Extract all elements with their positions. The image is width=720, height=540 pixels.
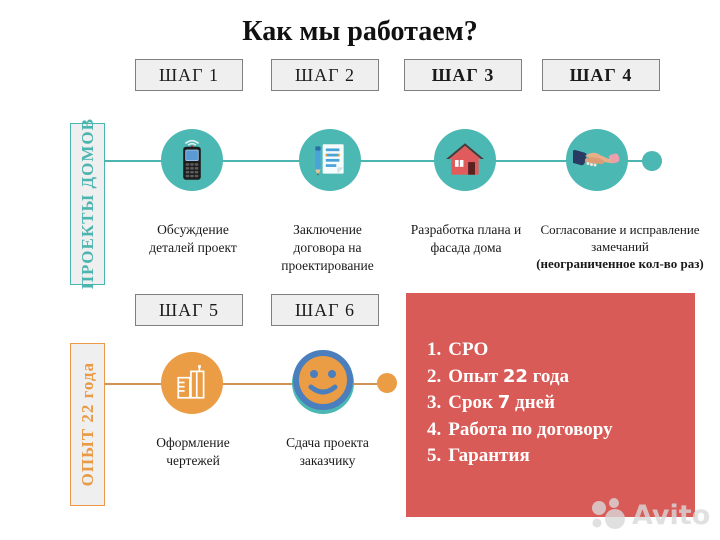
benefit-text: СРО [448,339,489,360]
benefit-text: дней [510,392,555,413]
step-box-5: ШАГ 5 [135,294,243,326]
benefit-text: года [527,365,569,387]
phone-icon [183,139,201,180]
stage-circle-4 [566,129,628,191]
step-label: ШАГ 3 [431,64,495,85]
stage-caption-4-text: Согласование и исправление замечаний [540,222,700,255]
page-title: Как мы работаем? [242,16,478,47]
avito-watermark: Avito [586,496,720,534]
benefit-text: Опыт [448,365,503,387]
step-label: ШАГ 5 [158,299,220,320]
benefit-number: 1. [427,339,442,360]
benefit-item-1: 1. СРО [427,337,695,364]
stage-caption-5: Оформление чертежей [156,435,230,468]
handshake-icon [573,150,620,167]
benefit-text: Работа по договору [448,418,613,440]
stage-circle-2 [299,129,361,191]
benefit-highlight: 22 [502,365,528,387]
benefit-highlight: 7 [497,392,511,413]
benefit-text: Гарантия [448,445,530,466]
side-label-projects: ПРОЕКТЫ ДОМОВ [70,118,105,290]
step-box-4: ШАГ 4 [542,59,660,91]
step-box-3: ШАГ 3 [404,59,522,91]
stage-circle-3 [434,129,496,191]
side-label-experience: ОПЫТ 22 года [70,343,105,506]
stage-caption-3: Разработка плана и фасада дома [410,222,522,255]
benefit-number: 5. [427,445,442,466]
stage-caption-2: Заключение договора на проектирование [281,222,374,273]
timeline-row2 [105,383,387,385]
avito-logo-icon [592,498,625,529]
stage-circle-1 [161,129,223,191]
step-box-2: ШАГ 2 [271,59,379,91]
benefit-item-3: 3. Срок 7 дней [427,390,695,417]
stage-circle-6 [292,350,354,414]
benefit-number: 3. [427,392,442,413]
timeline-row1 [105,160,652,162]
side-label-text: ОПЫТ 22 года [77,362,97,487]
benefit-item-4: 4. Работа по договору [427,417,695,444]
benefit-number: 4. [427,418,442,440]
buildings-icon [177,365,205,399]
benefit-number: 2. [427,365,442,387]
document-pencil-icon [315,144,344,176]
avito-watermark-text: Avito [632,499,711,531]
stage-caption-4: Согласование и исправление замечаний (не… [527,221,713,272]
benefit-item-5: 5. Гарантия [427,443,695,470]
timeline-end-dot-orange [377,373,397,393]
step-label: ШАГ 6 [294,299,356,320]
stage-caption-4-note: (неограниченное кол-во раз) [536,256,704,272]
step-label: ШАГ 4 [569,64,633,85]
benefit-text: Срок [448,392,498,413]
smiley-icon [293,350,353,410]
step-box-6: ШАГ 6 [271,294,379,326]
stage-caption-1: Обсуждение деталей проект [149,222,237,255]
stage-caption-6: Сдача проекта заказчику [286,435,369,468]
step-label: ШАГ 1 [158,64,220,85]
stage-circle-5 [161,352,223,414]
step-box-1: ШАГ 1 [135,59,243,91]
timeline-end-dot-teal [642,151,662,171]
house-icon [446,143,484,175]
benefit-item-2: 2. Опыт 22 года [427,364,695,391]
step-label: ШАГ 2 [294,64,356,85]
benefits-panel: 1. СРО 2. Опыт 22 года 3. Срок 7 дней 4. Раб… [406,293,695,517]
side-label-text: ПРОЕКТЫ ДОМОВ [77,118,97,290]
